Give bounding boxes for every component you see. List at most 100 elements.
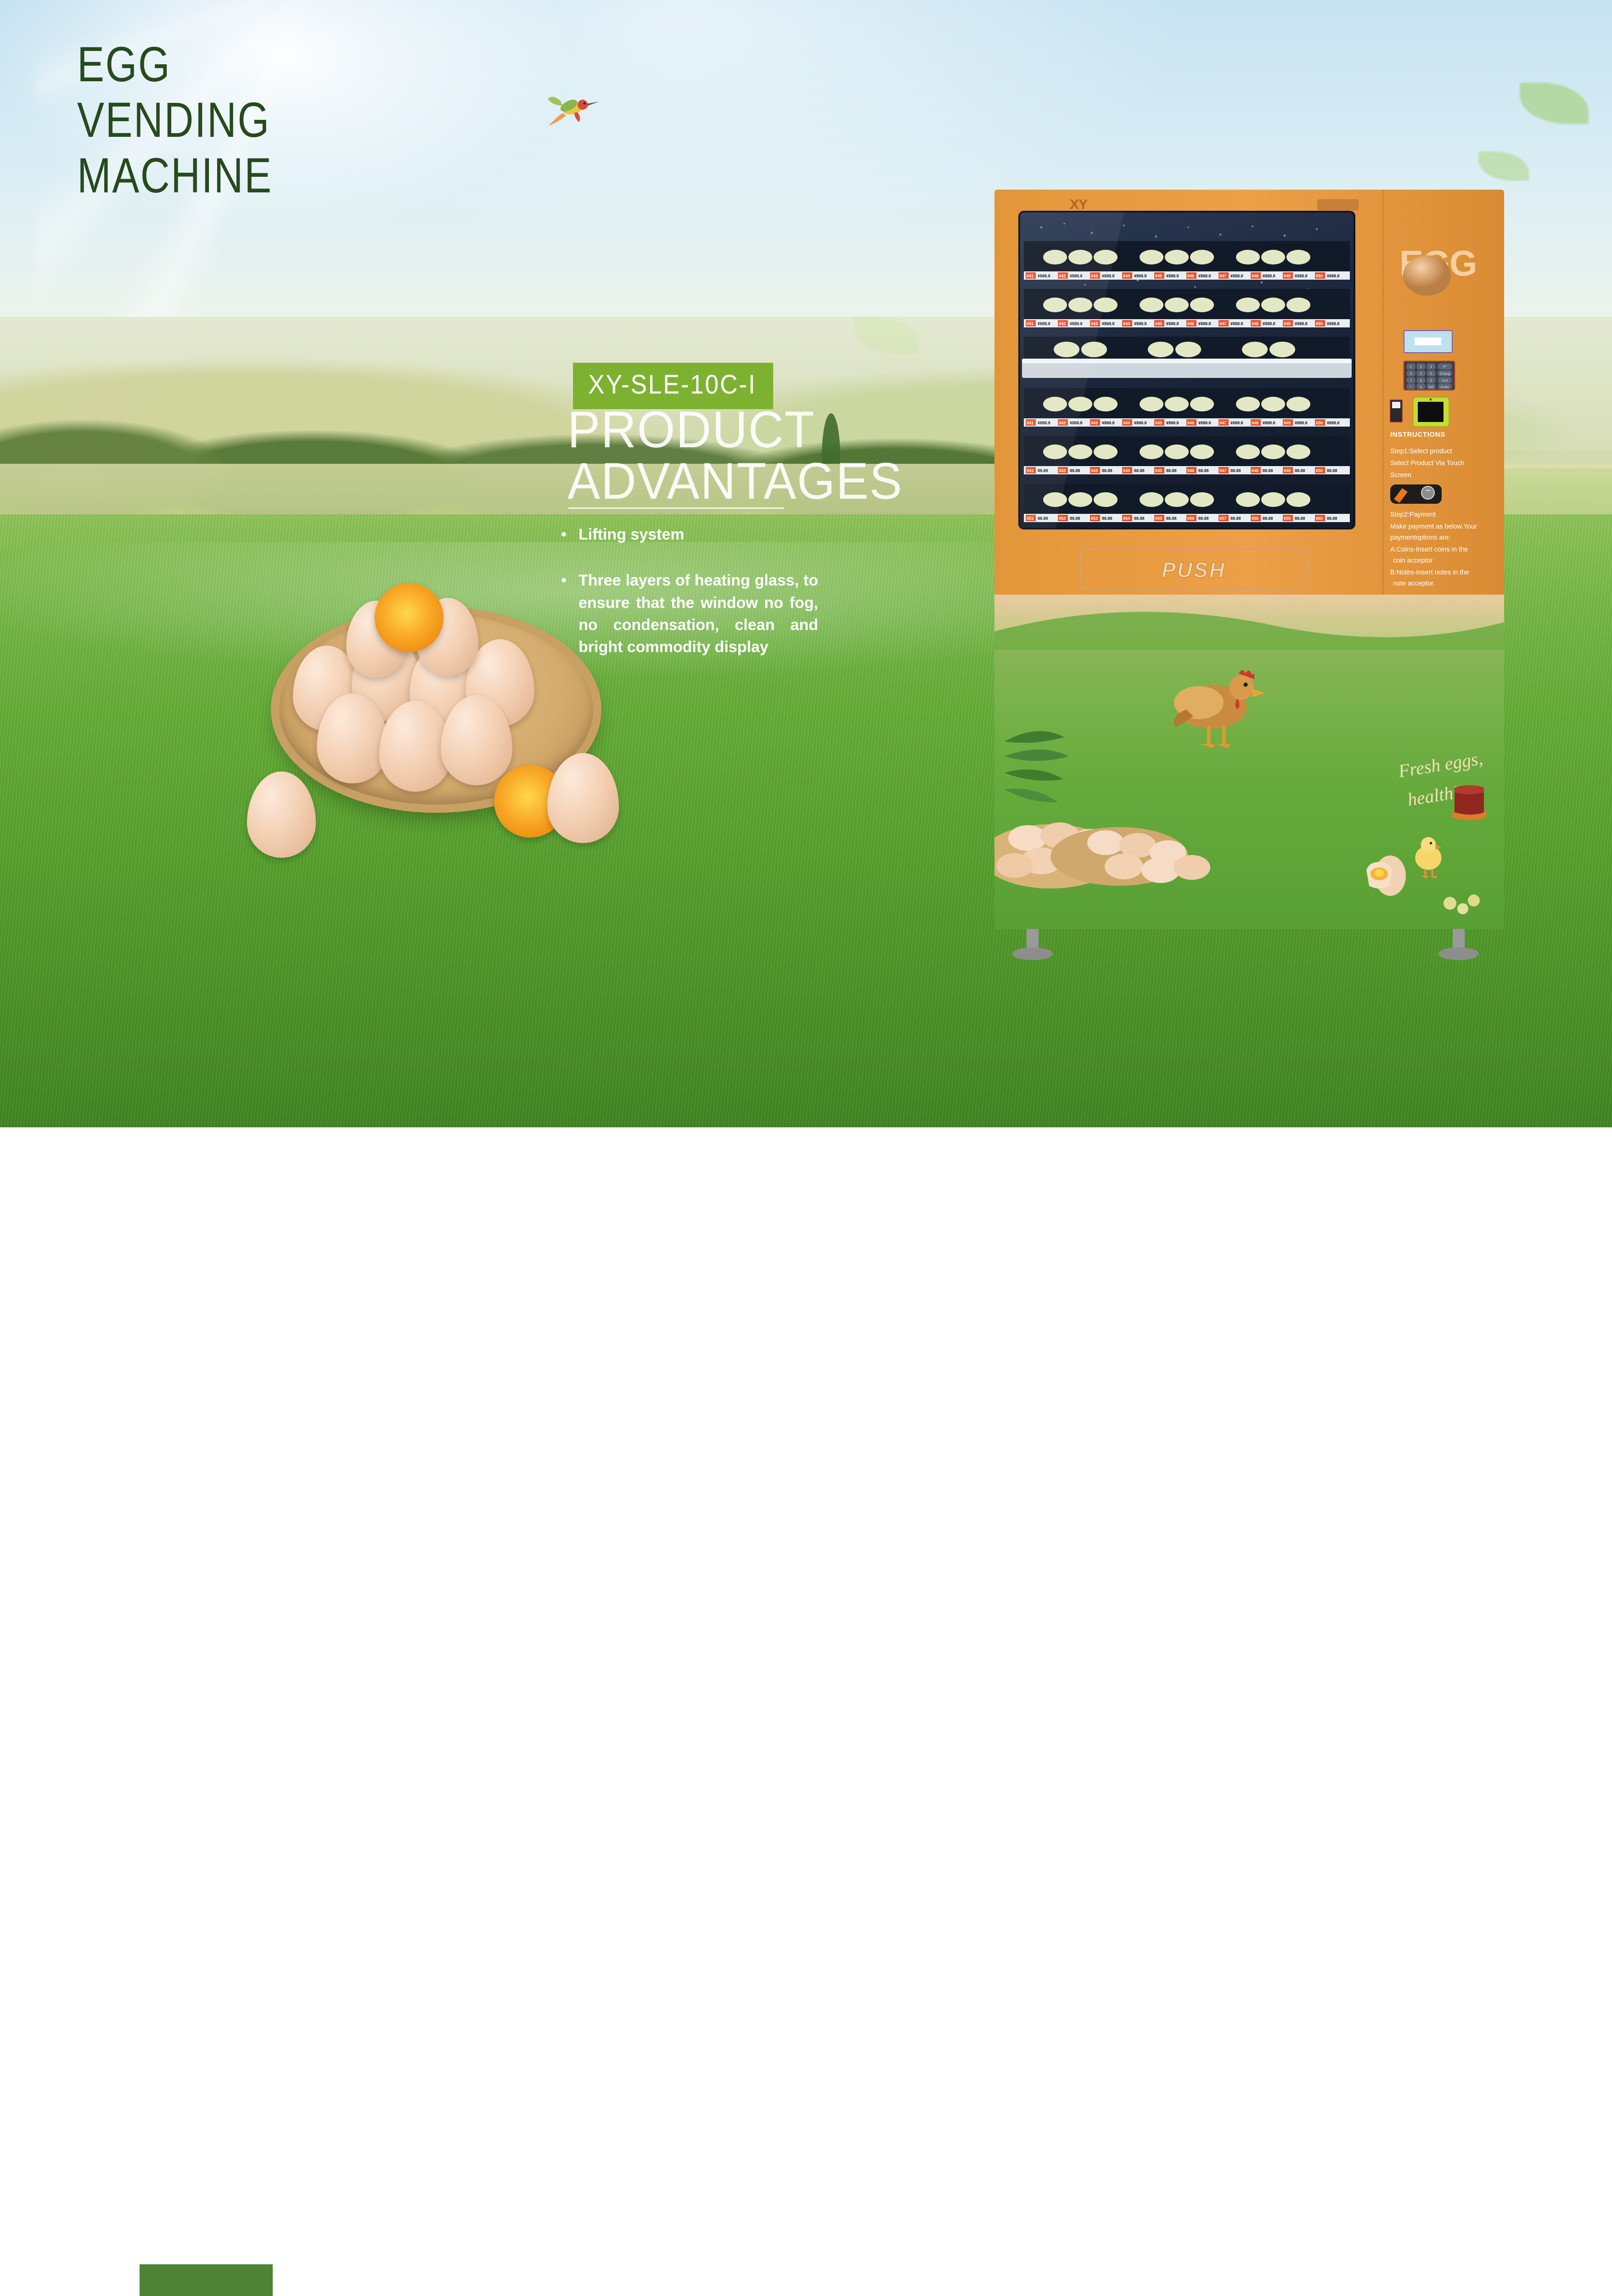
svg-text:note acceptor.: note acceptor. [1393, 580, 1435, 587]
svg-text:048: 048 [1252, 274, 1258, 278]
machine-feet [1012, 929, 1479, 960]
vending-machine-hero-image: XY XU VENDING [994, 190, 1504, 960]
egg [547, 753, 619, 843]
svg-text:043: 043 [1091, 421, 1098, 425]
svg-text:¥888.8: ¥888.8 [1263, 421, 1275, 425]
egg [247, 771, 316, 858]
svg-text:¥888.8: ¥888.8 [1263, 321, 1275, 326]
svg-text:047: 047 [1219, 274, 1226, 278]
bullet-icon: • [561, 526, 567, 543]
svg-text:88.88: 88.88 [1263, 468, 1273, 473]
svg-text:045: 045 [1155, 274, 1162, 278]
svg-text:¥888.8: ¥888.8 [1038, 421, 1050, 425]
svg-text:042: 042 [1059, 321, 1066, 326]
svg-text:046: 046 [1187, 468, 1194, 473]
svg-text:Step1:Select product: Step1:Select product [1390, 448, 1452, 455]
product-advantages-heading: PRODUCT ADVANTAGES [567, 404, 903, 507]
svg-text:050: 050 [1316, 321, 1323, 326]
advantages-heading-line-1: PRODUCT [567, 401, 815, 458]
svg-text:9: 9 [1430, 378, 1432, 383]
svg-text:4: 4 [1410, 371, 1412, 376]
svg-text:¥888.8: ¥888.8 [1166, 274, 1179, 278]
touch-screen-module [1413, 397, 1449, 427]
svg-text:044: 044 [1123, 421, 1130, 425]
svg-text:Screen: Screen [1390, 472, 1411, 479]
page-title-line-3: MACHINE [77, 147, 273, 203]
svg-text:Select Product Via Touch: Select Product Via Touch [1390, 460, 1464, 467]
egg [441, 695, 512, 785]
svg-text:042: 042 [1059, 468, 1066, 473]
svg-text:054: 054 [1123, 516, 1130, 521]
svg-text:88.88: 88.88 [1166, 516, 1177, 521]
advantage-item: • Three layers of heating glass, to ensu… [561, 569, 818, 658]
svg-text:Del: Del [1428, 385, 1434, 389]
svg-text:044: 044 [1123, 321, 1130, 326]
svg-text:¥888.8: ¥888.8 [1102, 421, 1115, 425]
svg-text:¥888.8: ¥888.8 [1166, 321, 1179, 326]
svg-text:¥888.8: ¥888.8 [1327, 274, 1340, 278]
svg-text:¥888.8: ¥888.8 [1070, 321, 1083, 326]
advantages-list: • Lifting system • Three layers of heati… [561, 523, 818, 682]
svg-text:¥888.8: ¥888.8 [1134, 421, 1147, 425]
svg-text:045: 045 [1155, 468, 1162, 473]
svg-text:*: * [1410, 385, 1412, 389]
svg-text:047: 047 [1219, 468, 1226, 473]
hummingbird-icon [548, 96, 599, 126]
svg-text:B:Notes-Insert notes in the: B:Notes-Insert notes in the [1390, 569, 1469, 576]
svg-text:048: 048 [1252, 321, 1258, 326]
detail-display-badge: Detail Display [140, 2264, 273, 2296]
svg-text:3: 3 [1430, 365, 1432, 369]
svg-text:¥888.8: ¥888.8 [1198, 421, 1211, 425]
svg-text:047: 047 [1219, 321, 1226, 326]
svg-text:2: 2 [1420, 365, 1422, 369]
svg-text:88.88: 88.88 [1070, 468, 1080, 473]
pickup-door: PUSH [1080, 548, 1308, 589]
svg-text:049: 049 [1284, 321, 1291, 326]
svg-text:¥888.8: ¥888.8 [1327, 321, 1340, 326]
svg-text:5: 5 [1420, 371, 1422, 376]
svg-text:1: 1 [1410, 365, 1412, 369]
svg-text:041: 041 [1027, 321, 1033, 326]
svg-text:88.88: 88.88 [1070, 516, 1080, 521]
svg-text:Chang: Chang [1440, 371, 1450, 376]
svg-text:041: 041 [1027, 468, 1033, 473]
svg-text:8: 8 [1420, 378, 1422, 383]
svg-text:¥888.8: ¥888.8 [1295, 321, 1308, 326]
svg-text:¥888.8: ¥888.8 [1102, 274, 1115, 278]
svg-text:paymentoptions are:: paymentoptions are: [1390, 534, 1450, 541]
egg-basket-image [239, 556, 652, 877]
svg-text:88.88: 88.88 [1134, 516, 1145, 521]
svg-text:88.88: 88.88 [1230, 468, 1241, 473]
svg-text:¥888.8: ¥888.8 [1295, 274, 1308, 278]
svg-text:050: 050 [1316, 274, 1323, 278]
svg-text:044: 044 [1123, 274, 1130, 278]
svg-text:¥888.8: ¥888.8 [1166, 421, 1179, 425]
svg-text:047: 047 [1219, 421, 1226, 425]
svg-text:042: 042 [1059, 274, 1066, 278]
egg [317, 693, 388, 783]
svg-text:88.88: 88.88 [1295, 516, 1305, 521]
svg-text:044: 044 [1123, 468, 1130, 473]
svg-text:057: 057 [1219, 516, 1226, 521]
svg-text:058: 058 [1252, 516, 1258, 521]
svg-text:041: 041 [1027, 421, 1033, 425]
svg-text:¥888.8: ¥888.8 [1038, 321, 1050, 326]
advantage-item: • Lifting system [561, 523, 818, 546]
note-acceptor-icon [1390, 400, 1403, 422]
svg-text:¥888.8: ¥888.8 [1134, 321, 1147, 326]
svg-text:¥888.8: ¥888.8 [1070, 421, 1083, 425]
svg-text:046: 046 [1187, 321, 1194, 326]
page-title-line-2: VENDING [77, 91, 270, 147]
svg-text:88.88: 88.88 [1102, 468, 1112, 473]
bullet-icon: • [561, 572, 567, 590]
svg-text:¥888.8: ¥888.8 [1134, 274, 1147, 278]
advantages-heading-line-2: ADVANTAGES [567, 452, 903, 510]
page-title-line-1: EGG [77, 36, 171, 92]
svg-text:¥888.8: ¥888.8 [1230, 274, 1243, 278]
svg-text:Step2:Payment: Step2:Payment [1390, 511, 1436, 518]
svg-text:88.88: 88.88 [1230, 516, 1241, 521]
svg-text:048: 048 [1252, 468, 1258, 473]
model-number-badge: XY-SLE-10C-I [573, 363, 774, 409]
